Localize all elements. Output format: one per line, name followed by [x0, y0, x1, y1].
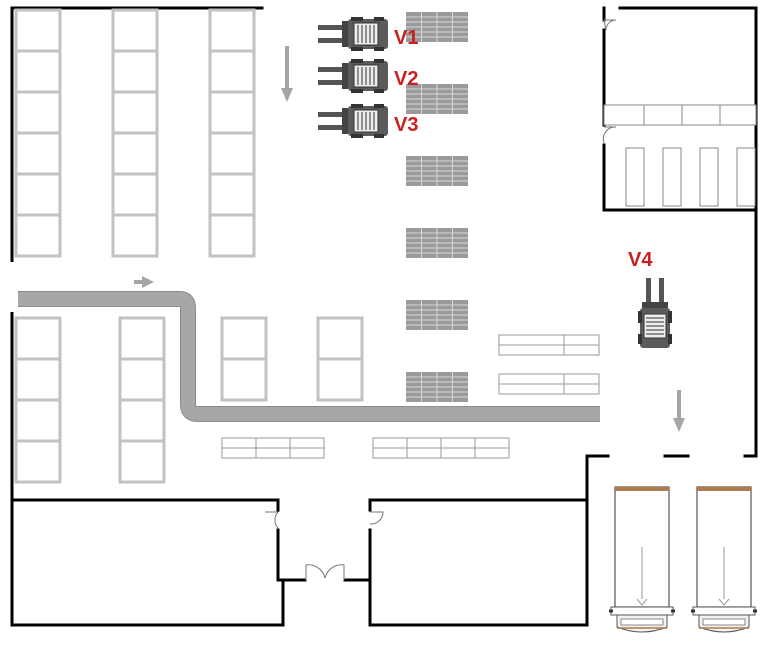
- arrow-down-icon: [673, 390, 685, 432]
- pallet-icon: [405, 227, 469, 259]
- arrow-right-icon: [134, 276, 154, 288]
- vehicle-label-v2: V2: [394, 68, 418, 90]
- rack-bay: [118, 398, 166, 443]
- arrow-down-icon: [281, 46, 293, 102]
- rack-bay: [118, 439, 166, 484]
- pallet-icon: [405, 371, 469, 403]
- rack-bay: [208, 172, 256, 217]
- rack-bay: [14, 213, 62, 258]
- rack-bay: [14, 439, 62, 484]
- outer-walls: [9, 4, 758, 627]
- truck-icon[interactable]: [689, 485, 759, 634]
- rack-bay: [14, 90, 62, 135]
- rack-bay: [14, 131, 62, 176]
- rack-bay: [14, 398, 62, 443]
- vehicle-label-v3: V3: [394, 114, 418, 136]
- rack-bay: [111, 131, 159, 176]
- rack-bay: [316, 316, 364, 361]
- forklift-icon[interactable]: [317, 16, 389, 52]
- pallet-icon: [405, 299, 469, 331]
- rack-bay: [14, 357, 62, 402]
- pallet-icon: [405, 155, 469, 187]
- rack-bay: [220, 316, 268, 361]
- rack-bay: [111, 90, 159, 135]
- rack-bay: [208, 49, 256, 94]
- rack-bay: [14, 8, 62, 53]
- rack-bay: [208, 131, 256, 176]
- rack-bay: [208, 213, 256, 258]
- forklift-icon[interactable]: [317, 103, 389, 139]
- storage-racks: [14, 8, 364, 484]
- door-icon: [265, 19, 617, 580]
- rack-bay: [111, 8, 159, 53]
- rack-bay: [14, 172, 62, 217]
- rack-bay: [111, 172, 159, 217]
- rack-bay: [118, 316, 166, 361]
- rack-bay: [316, 357, 364, 402]
- forklift-icon[interactable]: [317, 58, 389, 94]
- work-tables: [221, 334, 600, 459]
- rack-bay: [118, 357, 166, 402]
- vehicle-label-v4: V4: [628, 249, 653, 271]
- vehicle-label-v1: V1: [394, 27, 418, 49]
- truck-icon[interactable]: [607, 485, 677, 634]
- rack-bay: [14, 316, 62, 361]
- rack-bay: [111, 49, 159, 94]
- conveyor-belt: [18, 291, 600, 422]
- rack-bay: [14, 49, 62, 94]
- rack-bay: [208, 90, 256, 135]
- rack-bay: [208, 8, 256, 53]
- rack-bay: [111, 213, 159, 258]
- forklift-icon[interactable]: [637, 277, 673, 349]
- rack-bay: [220, 357, 268, 402]
- office-shelving: [603, 104, 757, 207]
